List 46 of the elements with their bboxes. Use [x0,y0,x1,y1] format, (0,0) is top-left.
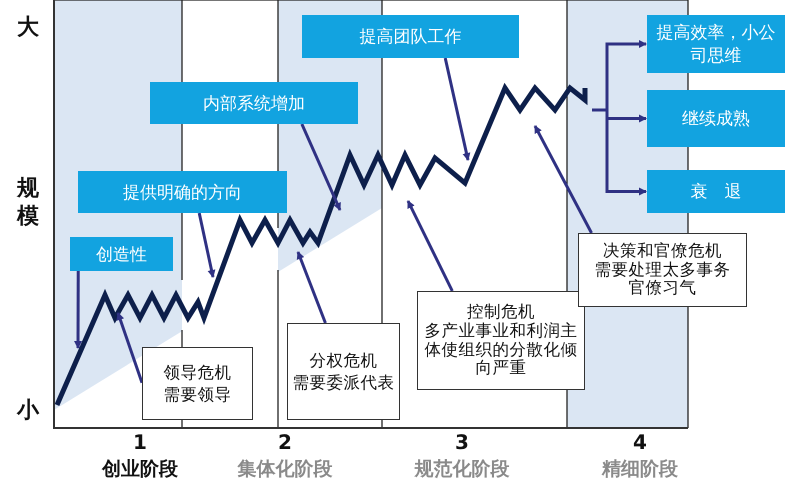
crisis-text: 需要委派代表 [292,372,394,393]
box-label: 提高团队工作 [360,26,462,48]
stage-number: 2 [277,430,293,454]
box-label: 内部系统增加 [203,92,305,114]
crisis-text: 领导危机 [164,362,232,384]
box-label: 提高效率，小公司思维 [656,22,776,67]
arrow [534,125,593,234]
stage-number: 1 [132,430,148,454]
arrow [116,312,144,384]
arrow [296,251,327,324]
crisis-box [287,323,400,420]
label-box [150,82,358,124]
axis-label: 规模 [16,175,40,231]
arrow [300,123,342,211]
crisis-text: 需要领导 [164,384,232,405]
crisis-box [578,233,747,307]
box-label: 继续成熟 [682,108,750,130]
crisis-box [142,347,253,420]
crisis-text: 控制危机 [467,302,535,322]
crisis-text: 分权危机 [310,350,378,372]
stage-name: 规范化阶段 [413,457,510,482]
outcome-box [647,90,785,147]
axis-label: 大 [16,14,40,42]
stage-number: 3 [454,430,470,454]
label-box [78,171,287,213]
crisis-box [417,291,585,390]
stage-name: 精细阶段 [600,457,679,482]
box-label: 提供明确的方向 [123,182,242,204]
arrow [406,200,454,292]
stage-number: 4 [632,430,648,454]
axis-label: 小 [16,397,40,425]
crisis-text: 决策和官僚危机 [603,242,722,261]
label-box [302,15,519,58]
label-box [70,237,173,271]
arrow [74,271,82,349]
crisis-text: 需要处理太多事务 [594,260,730,279]
crisis-text: 多产业事业和利润主体使组织的分散化倾向严重 [424,322,578,378]
outcome-box [647,170,785,213]
arrow [198,212,216,278]
stage-name: 创业阶段 [100,457,179,482]
stage-name: 集体化阶段 [236,457,334,482]
crisis-text: 官僚习气 [628,279,696,298]
box-label: 衰 退 [690,181,742,203]
arrow [444,58,470,161]
outcome-box [647,15,785,73]
box-label: 创造性 [96,244,147,266]
